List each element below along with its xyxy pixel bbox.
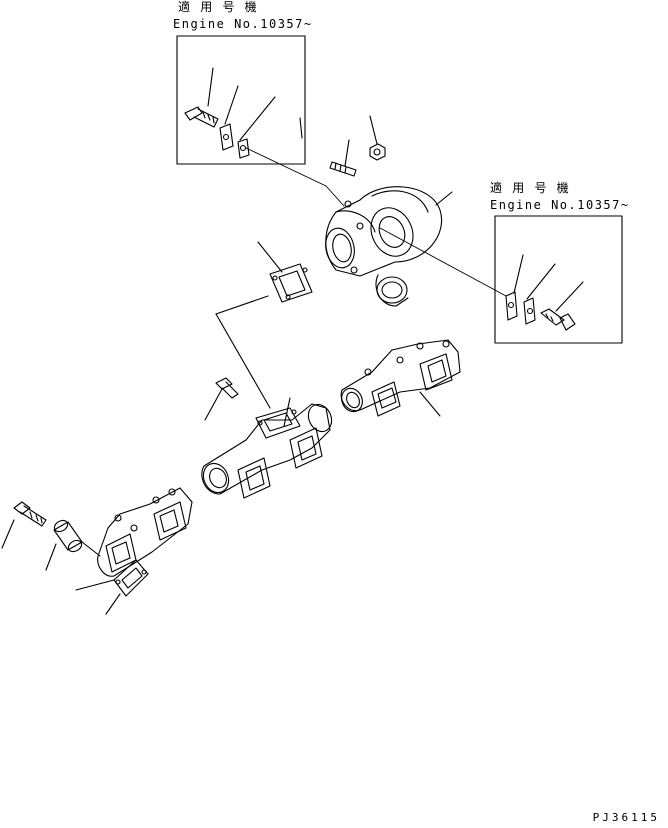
nut-part bbox=[370, 116, 385, 160]
callout-box-right bbox=[495, 216, 622, 343]
fitting-part bbox=[205, 378, 238, 420]
lock-plate-part-right bbox=[506, 292, 517, 320]
turbocharger-part bbox=[322, 187, 452, 306]
callout-left-title: 適 用 号 機 bbox=[178, 0, 259, 14]
reference-leader-lines bbox=[246, 148, 506, 296]
callout-left-engine-no: Engine No.10357~ bbox=[173, 17, 313, 31]
bolt-part bbox=[185, 107, 218, 127]
lock-plate-part bbox=[220, 124, 233, 150]
gasket-small-part-right bbox=[524, 298, 535, 324]
exhaust-manifold-center bbox=[199, 296, 336, 498]
exhaust-manifold-left bbox=[98, 488, 192, 576]
manifold-bolt-part bbox=[2, 502, 46, 548]
callout-right-engine-no: Engine No.10357~ bbox=[490, 198, 630, 212]
callout-box-left bbox=[177, 36, 305, 164]
gasket-small-part bbox=[238, 139, 249, 158]
manifold-gasket-part bbox=[76, 560, 148, 614]
bolt-part-right bbox=[541, 309, 575, 330]
spacer-part bbox=[46, 518, 100, 570]
turbo-gasket-part bbox=[258, 242, 312, 302]
callout-right-title: 適 用 号 機 bbox=[490, 181, 571, 195]
exhaust-manifold-right bbox=[338, 340, 460, 416]
stud-bolt-part bbox=[330, 140, 356, 176]
page-code: PJ36115 bbox=[592, 811, 660, 824]
